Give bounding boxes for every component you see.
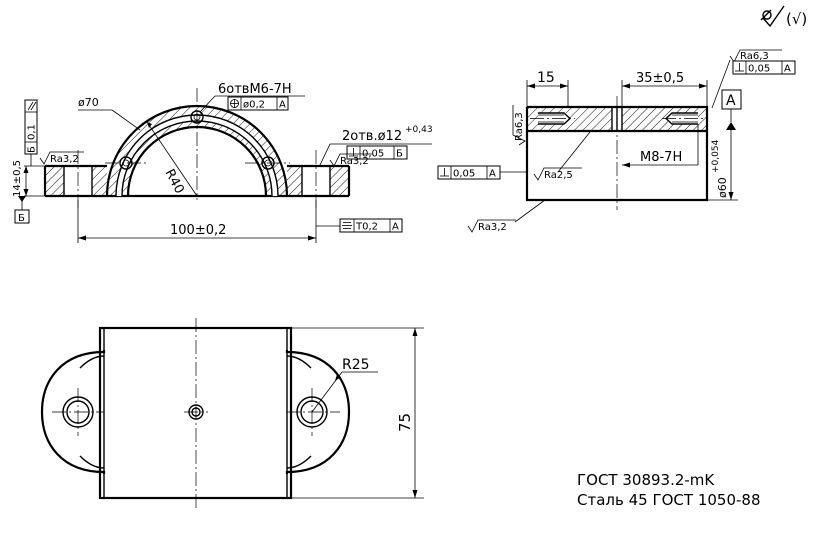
dim-35-label: 35±0,5 xyxy=(636,71,684,86)
general-roughness-label: (√) xyxy=(786,10,807,28)
datum-b-label: Б xyxy=(18,213,25,224)
diameter-70-label: ø70 xyxy=(78,96,99,109)
perp-holes-datum: Б xyxy=(396,149,403,160)
note-gost-tolerance: ГОСТ 30893.2-mK xyxy=(577,471,715,489)
position-tolerance-datum: A xyxy=(279,100,286,111)
roughness-ra25-label: Ra2,5 xyxy=(544,170,573,181)
diameter-60-tolerance: +0,054 xyxy=(711,139,721,173)
front-view: ø70 R40 6отвМ6-7Н ø0,2 A 2отв.ø12 +0,43 xyxy=(12,82,433,243)
general-roughness-mark: (√) xyxy=(760,5,807,28)
side-view: 15 35±0,5 Ra6,3 0,05 A A xyxy=(437,49,796,233)
roughness-right-flange: Ra3,2 xyxy=(329,153,372,167)
roughness-left-label: Ra3,2 xyxy=(50,154,79,165)
two-holes-tolerance: +0,43 xyxy=(405,125,433,135)
parallel-tolerance-datum: Б xyxy=(27,146,38,153)
height-14-label: 14±0,5 xyxy=(12,160,23,197)
datum-a-label: A xyxy=(726,93,736,109)
parallel-tolerance-frame: 0,1 Б xyxy=(24,99,38,166)
top-view: R25 75 xyxy=(40,318,424,508)
thread-m8-label: M8-7H xyxy=(640,150,682,165)
perp-top-right-datum: A xyxy=(784,64,791,75)
parallel-tolerance-value: 0,1 xyxy=(27,124,38,140)
roughness-left-flange: Ra3,2 xyxy=(39,151,84,165)
symmetry-tolerance-frame: T0,2 A xyxy=(316,218,403,233)
notes: ГОСТ 30893.2-mK Сталь 45 ГОСТ 1050-88 xyxy=(577,471,761,509)
perp-top-right-value: 0,05 xyxy=(748,64,770,75)
roughness-ra25: Ra2,5 xyxy=(533,131,591,181)
position-tolerance-frame: ø0,2 A xyxy=(227,96,289,111)
roughness-top-right: Ra6,3 xyxy=(711,49,782,109)
perp-holes-value: 0,05 xyxy=(362,149,384,160)
holes-thread-label: 6отвМ6-7Н xyxy=(218,82,292,97)
position-tolerance-value: ø0,2 xyxy=(243,100,265,111)
dim-75-label: 75 xyxy=(396,413,414,432)
roughness-ra32-bottom-label: Ra3,2 xyxy=(478,222,507,233)
perp-left-side-value: 0,05 xyxy=(453,169,475,180)
radius-40-label: R40 xyxy=(161,167,186,197)
note-material: Сталь 45 ГОСТ 1050-88 xyxy=(577,491,761,509)
roughness-right-label: Ra3,2 xyxy=(340,156,369,167)
dim-15-label: 15 xyxy=(537,70,555,86)
perp-top-right-frame: 0,05 A xyxy=(732,60,796,75)
symmetry-tolerance-value: T0,2 xyxy=(355,222,378,233)
perp-left-side-datum: A xyxy=(489,169,496,180)
radius-25-label: R25 xyxy=(342,357,370,373)
perp-left-side-frame: 0,05 A xyxy=(437,165,527,180)
roughness-side-label: Ra6,3 xyxy=(514,112,525,141)
roughness-side: Ra6,3 xyxy=(512,105,526,146)
roughness-ra32-bottom: Ra3,2 xyxy=(467,199,546,233)
perp-holes-frame: 0,05 Б xyxy=(346,145,408,160)
datum-a: A xyxy=(721,89,742,130)
two-holes-label: 2отв.ø12 xyxy=(342,129,402,144)
roughness-top-right-label: Ra6,3 xyxy=(740,51,769,62)
datum-b: Б xyxy=(14,196,30,224)
width-100-label: 100±0,2 xyxy=(170,223,226,238)
symmetry-tolerance-datum: A xyxy=(392,222,399,233)
diameter-60-label: ø60 xyxy=(716,177,729,198)
